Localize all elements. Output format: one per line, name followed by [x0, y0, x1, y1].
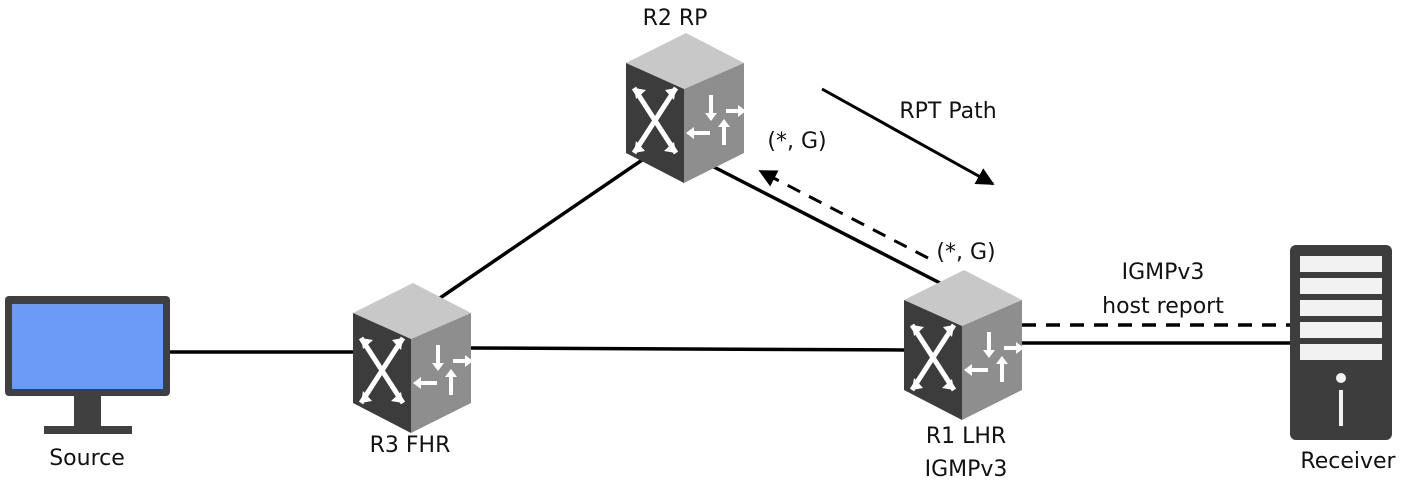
source-label: Source	[49, 446, 125, 471]
r3-label: R3 FHR	[370, 433, 451, 458]
igmp-report-label-line2: host report	[1102, 294, 1224, 319]
receiver-label: Receiver	[1300, 449, 1396, 474]
link-r3-r2	[439, 156, 646, 300]
source-computer-icon	[5, 296, 170, 434]
rpt-path-arrow	[821, 87, 995, 186]
rpt-path-label: RPT Path	[899, 99, 996, 124]
r1-label-line1: R1 LHR	[926, 424, 1006, 449]
receiver-server-icon	[1290, 245, 1392, 440]
link-r2-r1	[711, 164, 941, 285]
router-r3-icon	[353, 283, 473, 433]
join-label-near-rp: (*, G)	[767, 129, 826, 154]
r1-label-line2: IGMPv3	[925, 457, 1008, 482]
r2-label: R2 RP	[643, 6, 708, 31]
link-r3-r1	[469, 346, 906, 352]
router-r1-icon	[904, 270, 1024, 420]
signaling	[758, 87, 1292, 327]
igmp-report-label-line1: IGMPv3	[1122, 260, 1205, 285]
join-dashed-arrow	[758, 169, 929, 260]
links	[170, 156, 1292, 354]
router-r2-icon	[626, 33, 746, 183]
join-label-near-lhr: (*, G)	[936, 240, 995, 265]
